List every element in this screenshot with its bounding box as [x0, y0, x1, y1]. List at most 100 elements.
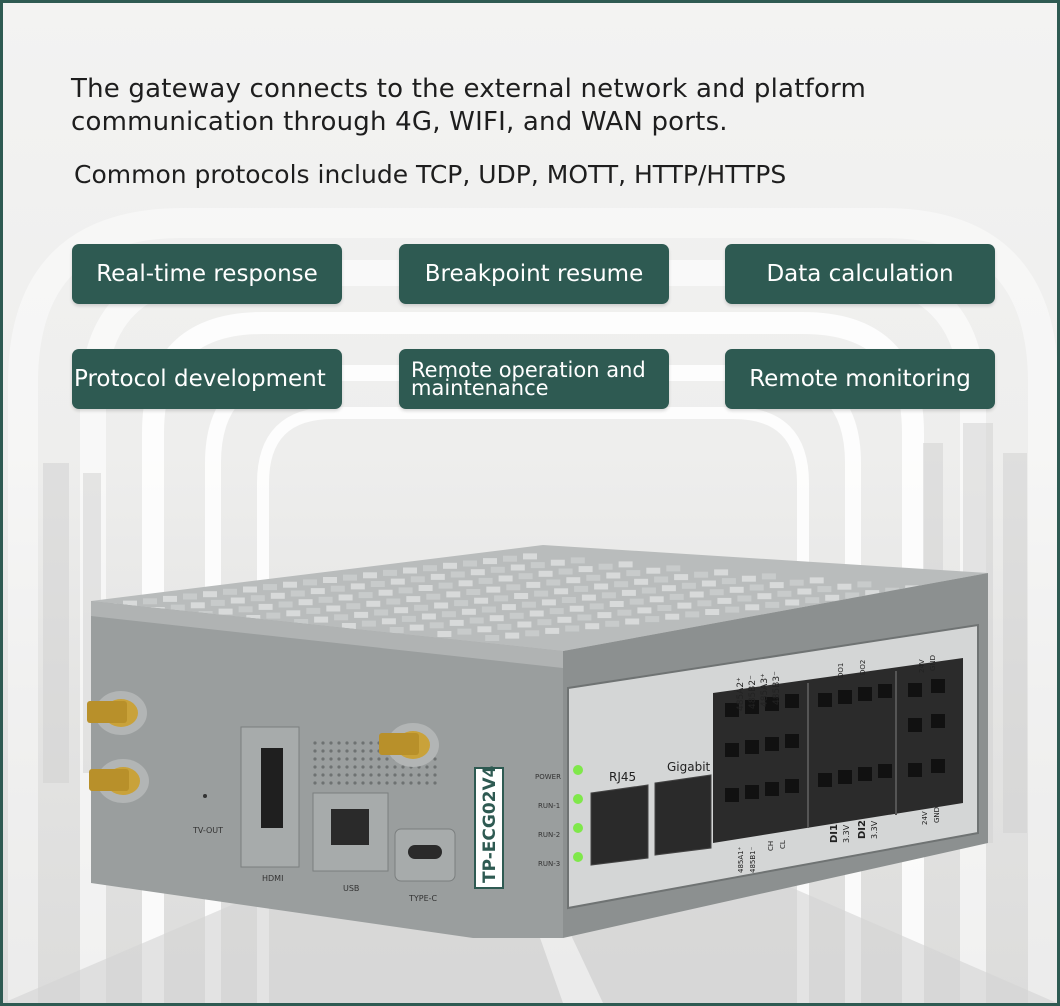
heatsink-fin [446, 591, 461, 598]
vent-hole [337, 757, 341, 761]
terminal-label: 485A2⁺ [736, 677, 746, 711]
protocols-text: Common protocols include TCP, UDP, MOTT,… [74, 160, 787, 189]
heatsink-fin [761, 573, 776, 580]
heatsink-fin [534, 590, 549, 597]
heatsink-fin [825, 594, 840, 601]
heatsink-fin [530, 562, 545, 569]
vent-hole [433, 765, 437, 769]
vent-hole [369, 741, 373, 745]
type-c-label: TYPE-C [408, 894, 438, 903]
heatsink-fin [514, 593, 529, 599]
heatsink-fin [578, 566, 593, 573]
heatsink-fin [517, 621, 532, 628]
feature-label: Data calculation [766, 261, 954, 287]
feature-protocol-development: Protocol development [72, 349, 342, 409]
vent-hole [393, 781, 397, 785]
vent-hole [337, 741, 341, 745]
usb-label: USB [343, 884, 359, 893]
heatsink-fin [729, 586, 744, 593]
terminal-label: GND [929, 655, 937, 671]
vent-hole [369, 781, 373, 785]
heatsink-fin [617, 609, 632, 616]
heatsink-fin [674, 574, 689, 581]
led-label-power: POWER [535, 773, 561, 781]
heatsink-fin [717, 597, 732, 604]
heatsink-fin [609, 601, 624, 607]
vent-hole [361, 749, 365, 753]
heatsink-fin [406, 596, 421, 603]
heatsink-fin [785, 599, 800, 606]
vent-hole [345, 757, 349, 761]
heatsink-fin [346, 603, 361, 610]
heatsink-fin [626, 570, 641, 577]
vent-hole [409, 781, 413, 785]
headline-text: The gateway connects to the external net… [71, 74, 867, 137]
heatsink-fin [374, 609, 389, 616]
feature-remote-operation: Remote operation and maintenance [399, 349, 669, 409]
tv-out-jack [203, 794, 207, 798]
heatsink-fin [163, 595, 177, 602]
heatsink-fin [258, 603, 273, 610]
heatsink-fin [306, 607, 321, 614]
feature-breakpoint-resume: Breakpoint resume [399, 244, 669, 304]
heatsink-fin [303, 579, 317, 586]
heatsink-fin [645, 616, 660, 623]
heatsink-fin [463, 560, 477, 567]
heatsink-fin [505, 632, 520, 639]
heatsink-fin [366, 600, 381, 607]
heatsink-fin [361, 620, 376, 627]
terminal-label: 485A3⁺ [760, 673, 770, 707]
heatsink-fin [618, 561, 633, 568]
feature-label: Breakpoint resume [424, 261, 644, 287]
heatsink-fin [486, 586, 501, 593]
vent-hole [385, 757, 389, 761]
vent-hole [321, 781, 325, 785]
heatsink-fin [565, 625, 580, 632]
heatsink-fin [649, 596, 664, 603]
heatsink-fin [383, 569, 397, 576]
heatsink-fin [705, 609, 720, 615]
heatsink-fin [223, 588, 237, 595]
vent-hole [321, 749, 325, 753]
heatsink-fin [477, 626, 492, 633]
heatsink-fin [518, 573, 533, 580]
heatsink-fin [123, 600, 137, 607]
heatsink-fin [430, 573, 445, 580]
heatsink-fin [537, 619, 552, 626]
run3-led [573, 852, 583, 862]
heatsink-fin [634, 578, 649, 585]
heatsink-fin [454, 600, 469, 607]
vent-hole [313, 773, 317, 777]
heatsink-fin [550, 559, 565, 566]
heatsink-fin [466, 589, 481, 595]
vent-hole [313, 781, 317, 785]
gateway-device-illustration: TV-OUT HDMI USB TYPE-C RJ45 Gigabit POWE… [87, 545, 988, 938]
heatsink-fin [606, 572, 621, 579]
heatsink-fin [490, 566, 505, 573]
feature-real-time-response: Real-time response [72, 244, 342, 304]
vent-hole [313, 765, 317, 769]
vent-hole [369, 749, 373, 753]
antenna-connector-2 [89, 759, 149, 803]
heatsink-fin [689, 591, 704, 598]
vent-hole [433, 757, 437, 761]
terminal-label: 485B2⁻ [748, 675, 758, 709]
heatsink-fin [665, 613, 680, 620]
usb-port [331, 809, 369, 845]
vent-hole [321, 765, 325, 769]
heatsink-fin [341, 623, 356, 629]
heatsink-fin [503, 555, 517, 562]
heatsink-fin [725, 606, 740, 613]
heatsink-fin [526, 581, 541, 588]
heatsink-fin [769, 582, 784, 589]
vent-hole [321, 757, 325, 761]
run1-led [573, 794, 583, 804]
heatsink-fin [243, 586, 257, 593]
terminal-label: GND [933, 807, 941, 823]
heatsink-fin [483, 558, 497, 565]
heatsink-fin [741, 575, 756, 582]
heatsink-fin [525, 630, 540, 637]
led-label-run3: RUN-3 [538, 860, 560, 868]
heatsink-fin [403, 567, 417, 574]
heatsink-fin [414, 604, 429, 611]
